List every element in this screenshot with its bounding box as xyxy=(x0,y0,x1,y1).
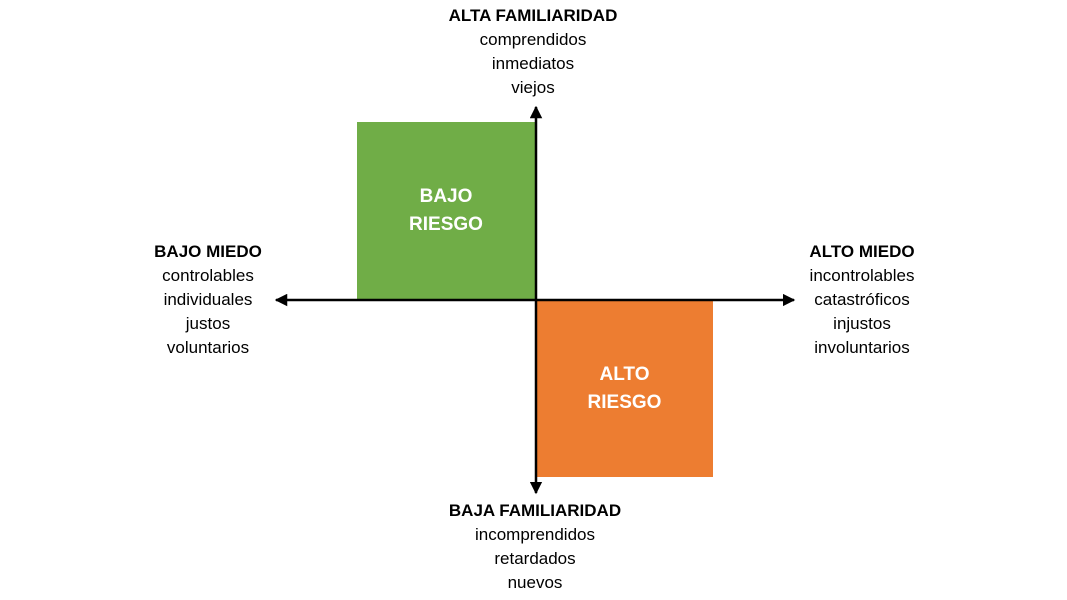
right-axis-item: injustos xyxy=(833,314,891,333)
top-axis-item: viejos xyxy=(511,78,555,97)
left-axis-item: justos xyxy=(185,314,231,333)
right-axis-item: incontrolables xyxy=(809,266,915,285)
low-risk-label: BAJO RIESGO xyxy=(409,183,483,239)
right-axis-label: ALTO MIEDO incontrolables catastróficos … xyxy=(742,240,982,360)
bottom-axis-item: incomprendidos xyxy=(474,525,595,544)
bottom-axis-item: retardados xyxy=(494,549,576,568)
top-axis-heading: ALTA FAMILIARIDAD xyxy=(448,6,618,25)
left-axis-item: voluntarios xyxy=(166,338,250,357)
high-risk-quadrant: ALTO RIESGO xyxy=(536,300,713,477)
top-axis-item: inmediatos xyxy=(491,54,575,73)
top-axis-label: ALTA FAMILIARIDAD comprendidos inmediato… xyxy=(413,4,653,100)
high-risk-label: ALTO RIESGO xyxy=(588,361,662,417)
top-axis-item: comprendidos xyxy=(479,30,587,49)
left-axis-item: controlables xyxy=(162,266,254,285)
left-axis-heading: BAJO MIEDO xyxy=(154,242,262,261)
bottom-axis-heading: BAJA FAMILIARIDAD xyxy=(448,501,622,520)
right-axis-item: involuntarios xyxy=(814,338,910,357)
low-risk-label-line2: RIESGO xyxy=(409,214,483,235)
right-axis-heading: ALTO MIEDO xyxy=(809,242,915,261)
low-risk-quadrant: BAJO RIESGO xyxy=(357,122,535,300)
bottom-axis-item: nuevos xyxy=(507,573,563,592)
bottom-axis-label: BAJA FAMILIARIDAD incomprendidos retarda… xyxy=(415,499,655,595)
left-axis-item: individuales xyxy=(163,290,253,309)
low-risk-label-line1: BAJO xyxy=(419,186,473,207)
left-axis-label: BAJO MIEDO controlables individuales jus… xyxy=(88,240,328,360)
high-risk-label-line2: RIESGO xyxy=(587,391,662,413)
right-axis-item: catastróficos xyxy=(814,290,910,309)
high-risk-label-line1: ALTO xyxy=(599,363,650,385)
